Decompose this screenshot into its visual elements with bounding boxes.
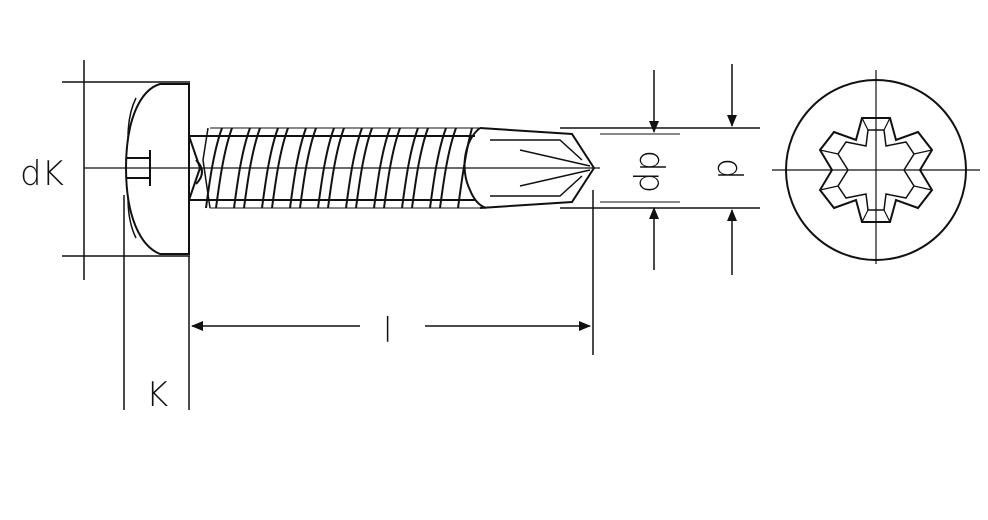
label-l: l	[383, 311, 392, 351]
screw-thread	[188, 127, 480, 209]
head-top-view	[772, 70, 980, 264]
label-dk: dK	[20, 154, 64, 194]
dimension-l	[191, 190, 594, 355]
dimension-dp-d	[560, 64, 760, 275]
dimension-k	[123, 195, 190, 410]
label-k: K	[146, 375, 168, 415]
phillips-recess-icon	[818, 117, 934, 223]
screw-head	[124, 83, 190, 255]
label-d: d	[709, 158, 749, 180]
dimension-dk	[62, 60, 190, 280]
label-dp: dp	[631, 150, 671, 193]
